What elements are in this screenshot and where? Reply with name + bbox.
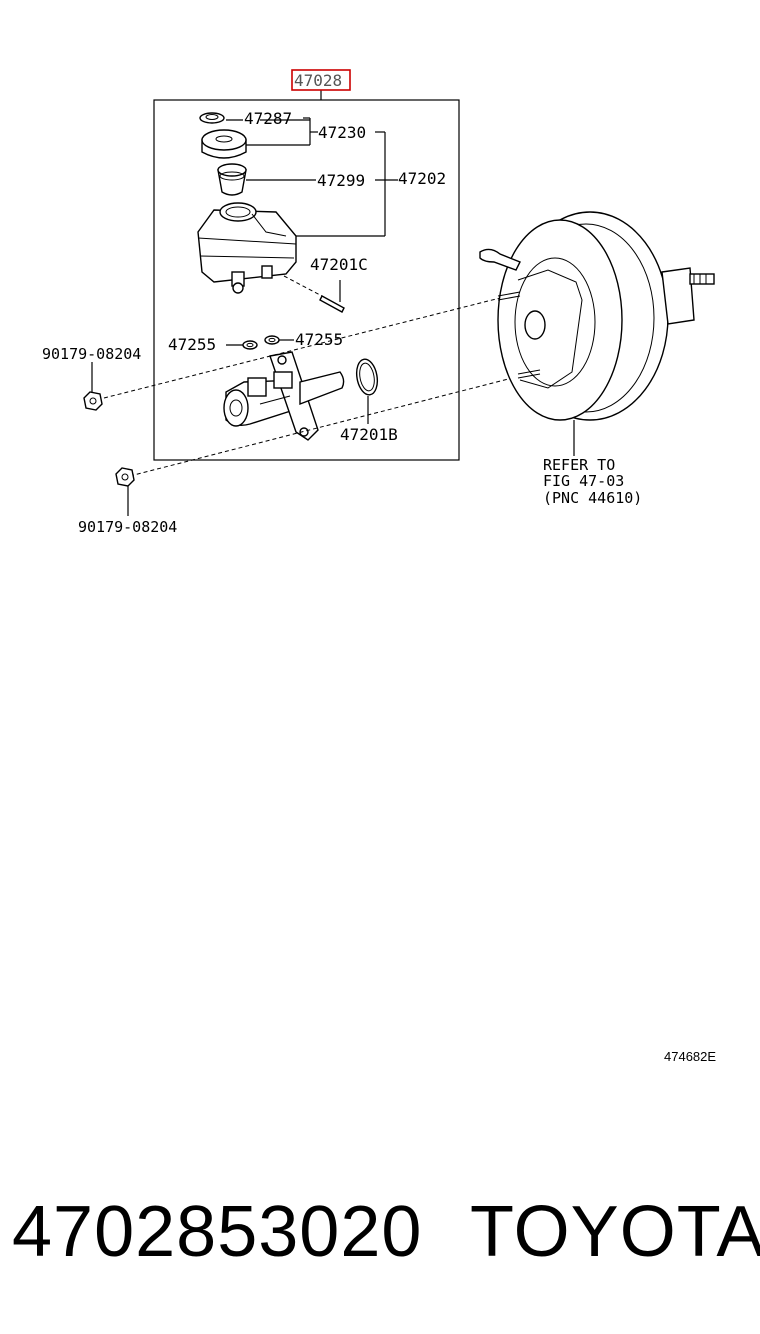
callout-90179-08204-upper[interactable]: 90179-08204 — [42, 345, 141, 363]
callout-47299[interactable]: 47299 — [317, 171, 365, 190]
cap-ring-part — [199, 112, 225, 124]
refer-note-line2: FIG 47-03 — [543, 472, 624, 490]
grommet-left-part — [242, 340, 258, 350]
callout-90179-08204-lower[interactable]: 90179-08204 — [78, 518, 177, 536]
callout-47287[interactable]: 47287 — [244, 109, 292, 128]
o-ring-part — [355, 358, 379, 396]
callout-47255-right[interactable]: 47255 — [295, 330, 343, 349]
callout-47255-left[interactable]: 47255 — [168, 335, 216, 354]
callout-47028[interactable]: 47028 — [294, 71, 342, 90]
grommet-right-part — [264, 335, 280, 345]
assembly-frame — [153, 99, 460, 461]
brake-booster-part — [479, 211, 715, 421]
nut-lower-part — [115, 467, 135, 487]
figure-code: 474682E — [664, 1049, 717, 1064]
nut-upper-part — [83, 391, 103, 411]
callout-47201c[interactable]: 47201C — [310, 255, 368, 274]
brand-name: TOYOTA — [470, 1192, 760, 1272]
assembly-highlight-box — [291, 69, 351, 91]
strainer-part — [217, 163, 247, 196]
callout-47201b[interactable]: 47201B — [340, 425, 398, 444]
parts-diagram: 47028 47287 47230 47299 47202 — [42, 69, 715, 536]
callout-47202[interactable]: 47202 — [398, 169, 446, 188]
callout-47230[interactable]: 47230 — [318, 123, 366, 142]
footer: 4702853020 TOYOTA — [12, 1192, 760, 1272]
refer-note-line3: (PNC 44610) — [543, 489, 642, 507]
reservoir-part — [197, 202, 297, 294]
part-number: 4702853020 — [12, 1192, 423, 1272]
master-cylinder-part — [223, 351, 345, 441]
reservoir-cap-part — [201, 129, 247, 159]
refer-note-line1: REFER TO — [543, 456, 615, 474]
